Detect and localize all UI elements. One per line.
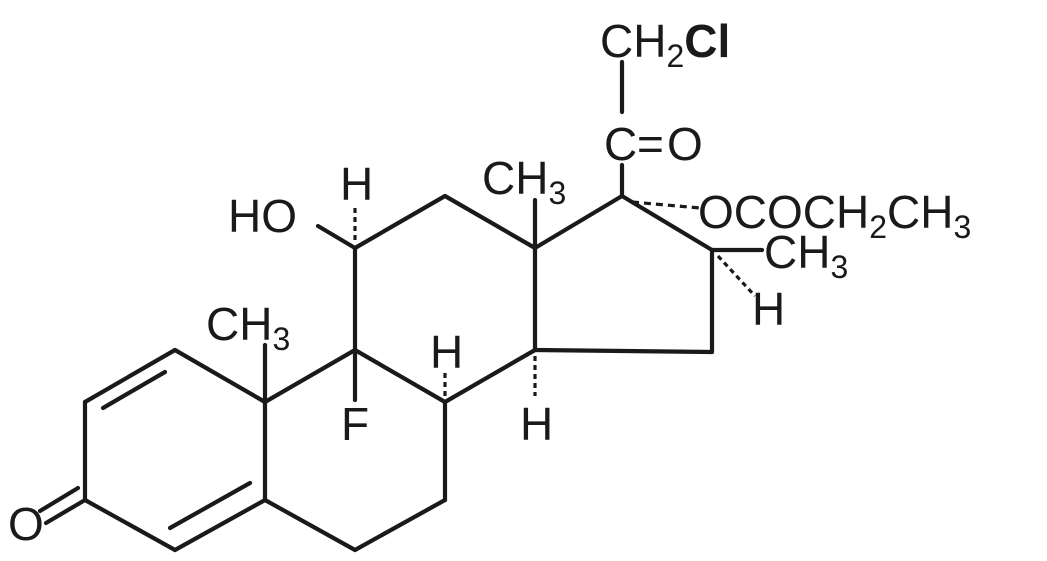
bond-c1-c2: [82, 347, 178, 405]
label-ester-chain: OCOCH2CH3: [698, 186, 971, 245]
label-ch3-c16: CH3: [764, 226, 848, 285]
bond-c3-o-a: [43, 497, 88, 526]
bond-c11-c12: [352, 193, 448, 251]
label-carbonyl-oxygen: O: [667, 118, 703, 170]
label-h-c8: H: [430, 326, 463, 378]
bond-c4-c5-inner: [167, 480, 253, 531]
label-ch2cl: CH2Cl: [600, 15, 730, 74]
bond-c14-c8: [442, 347, 538, 405]
bond-c6-c5: [262, 497, 358, 553]
bond-c11-ho: [315, 223, 358, 251]
hashed-c16-h: [716, 254, 757, 298]
label-ch3-c10: CH3: [206, 298, 290, 357]
bond-c3-c4: [82, 497, 178, 553]
atom-labels: CH2Cl C = O OCOCH2CH3 CH3 CH3 H HO H CH3…: [8, 15, 971, 550]
bond-c7-c6: [352, 497, 448, 553]
bond-c4-c5: [172, 497, 268, 553]
bond-c3-o-b: [37, 485, 81, 514]
bond-c12-c13: [442, 193, 538, 251]
label-o-c3: O: [8, 498, 44, 550]
bonds: [37, 59, 765, 553]
bond-c17-c16: [619, 193, 715, 253]
label-h-c16: H: [752, 283, 785, 335]
bond-c13-c17: [532, 193, 625, 251]
label-h-c11: H: [340, 158, 373, 210]
label-carbonyl-carbon: C: [604, 118, 637, 170]
label-f-c9: F: [341, 398, 369, 450]
bond-c1-c10: [172, 347, 268, 405]
label-h-c14: H: [520, 398, 553, 450]
label-carbonyl-double-bond: =: [637, 118, 664, 170]
bond-c9-c8: [352, 347, 448, 405]
label-ch3-c13: CH3: [482, 152, 566, 211]
bond-c10-c9: [262, 347, 358, 405]
bond-c1-c2-inner: [100, 369, 168, 411]
label-ho-c11: HO: [228, 190, 297, 242]
bond-c15-c14: [532, 347, 715, 355]
